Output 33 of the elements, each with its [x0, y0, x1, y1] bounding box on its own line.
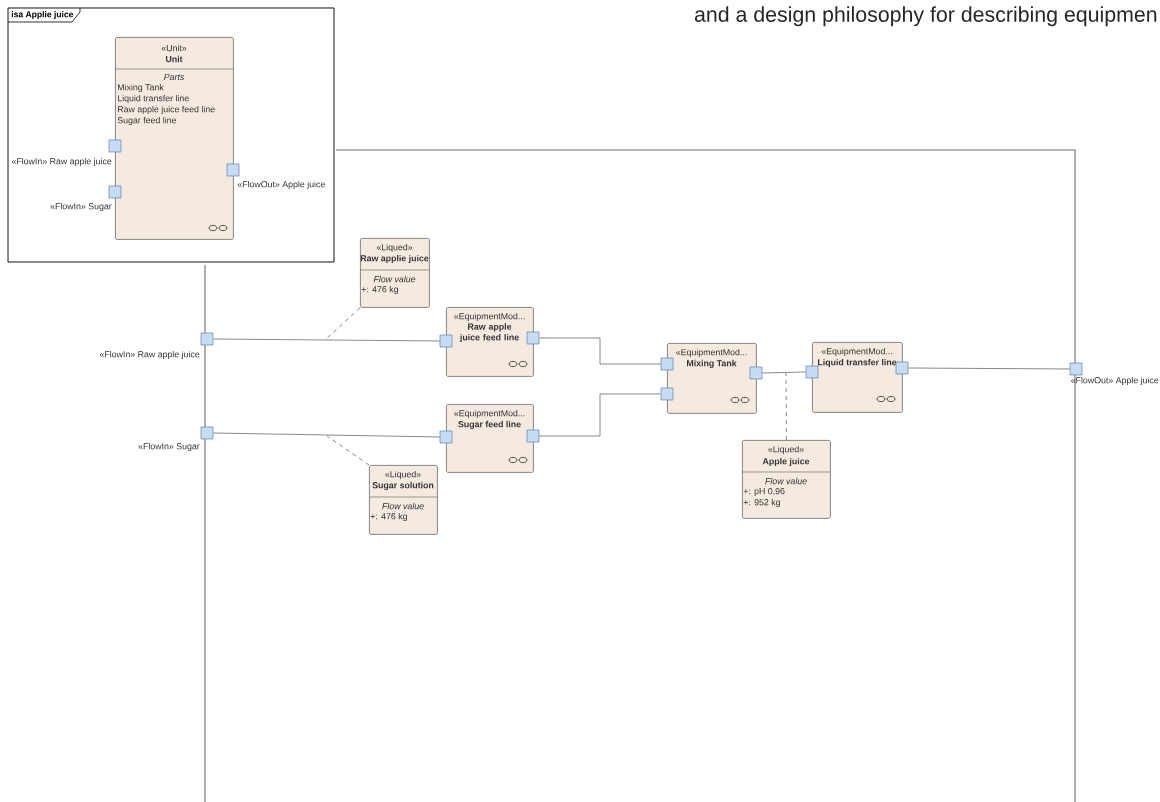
port-square [526, 331, 540, 345]
connector [907, 367, 1071, 370]
block-box: «EquipmentMod... Mixing Tank [667, 343, 757, 414]
port-square [439, 430, 453, 444]
connector [212, 432, 441, 438]
port-square [526, 429, 540, 443]
leader-line [326, 435, 370, 466]
port-label: «FlowOut» Apple juice [1071, 376, 1159, 386]
connector [538, 393, 662, 437]
leader-line [785, 372, 787, 441]
block-box: «EquipmentMod... Sugar feed line [446, 404, 534, 473]
port-square [895, 361, 909, 375]
block-box: «EquipmentMod... Raw apple juice feed line [446, 307, 534, 377]
port-square [660, 357, 674, 371]
block-box: «EquipmentMod... Liquid transfer line [812, 342, 903, 413]
port-label: «FlowIn» Raw apple juice [99, 350, 200, 360]
connector [538, 337, 662, 365]
port-square [805, 365, 819, 379]
heading-text: and a design philosophy for describing equipmen [694, 6, 1157, 27]
port-label: «FlowIn» Sugar [138, 442, 200, 452]
port-label: «FlowIn» Raw apple juice [11, 157, 112, 167]
connector [761, 371, 807, 374]
port-square [439, 334, 453, 348]
port-square [660, 387, 674, 401]
block-box: «Unit» Unit Parts Mixing Tank Liquid transfer line Raw apple juice feed line Sugar feed line [114, 37, 234, 240]
connector [212, 338, 441, 342]
block-box: «Liqued» Apple juice Flow value +: pH 0,96 +: 952 kg [741, 440, 831, 519]
port-label: «FlowOut» Apple juice [237, 180, 325, 190]
port-square [749, 366, 763, 380]
block-box: «Liqued» Raw applie juice Flow value +: 476 kg [359, 238, 430, 308]
port-label: «FlowIn» Sugar [50, 202, 112, 212]
leader-line [324, 307, 361, 341]
block-box: «Liqued» Sugar solution Flow value +: 476 kg [368, 465, 438, 535]
